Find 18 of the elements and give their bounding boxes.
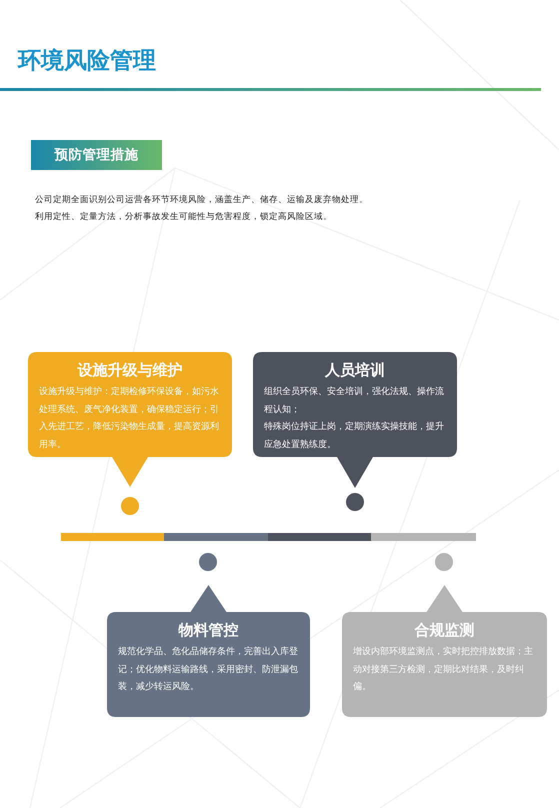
callout-bubble <box>253 352 457 488</box>
callout-heading: 合规监测 <box>414 620 474 640</box>
callout-text: 规范化学品、危化品储存条件，完善出入库登记；优化物料运输路线，采用密封、防泄漏包装，减少转运风险。 <box>118 645 299 694</box>
callout-text: 设施升级与维护：定期检修环保设备，如污水处理系统、废气净化装置，确保稳定运行；引入先进工艺，降低污染物生成量，提高资源利用率。 <box>39 386 220 452</box>
callout-heading: 物料管控 <box>178 620 238 640</box>
page-title: 环境风险管理 <box>18 47 156 76</box>
callout-text: 特殊岗位持证上岗，定期演练实操技能，提升应急处置熟练度。 <box>264 420 445 452</box>
section-banner <box>31 140 162 170</box>
callout-heading: 设施升级与维护 <box>78 360 182 380</box>
callout-bubble <box>342 585 547 717</box>
section-heading: 预防管理措施 <box>54 146 138 164</box>
callout-bubble <box>107 585 310 717</box>
callout-bubble <box>28 352 232 487</box>
intro-text: 公司定期全面识别公司运营各环节环境风险，涵盖生产、储存、运输及废弃物处理。 <box>35 194 368 207</box>
callout-text: 增设内部环境监测点，实时把控排放数据；主动对接第三方检测，定期比对结果，及时纠偏。 <box>353 646 534 694</box>
callout-text: 组织全员环保、安全培训，强化法规、操作流程认知； <box>264 386 445 416</box>
callout-heading: 人员培训 <box>325 360 385 380</box>
intro-text: 利用定性、定量方法，分析事故发生可能性与危害程度，锁定高风险区域。 <box>35 210 332 224</box>
